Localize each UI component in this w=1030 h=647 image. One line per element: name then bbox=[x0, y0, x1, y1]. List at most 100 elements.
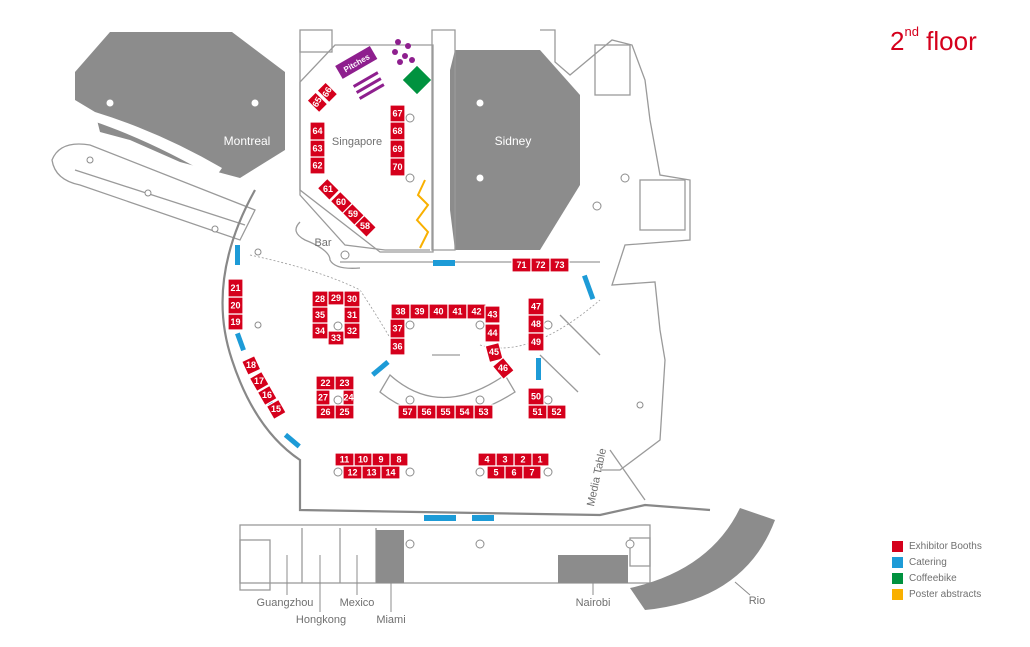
miami-room[interactable] bbox=[376, 530, 404, 583]
booth-62[interactable]: 62 bbox=[309, 156, 326, 175]
booth-40[interactable]: 40 bbox=[428, 303, 449, 320]
booth-72[interactable]: 72 bbox=[530, 257, 551, 273]
nairobi-room[interactable] bbox=[558, 555, 628, 583]
booth-51[interactable]: 51 bbox=[527, 404, 548, 420]
booth-6[interactable]: 6 bbox=[504, 465, 524, 480]
booth-38[interactable]: 38 bbox=[390, 303, 411, 320]
svg-text:72: 72 bbox=[535, 260, 545, 270]
booth-52[interactable]: 52 bbox=[546, 404, 567, 420]
booth-67[interactable]: 67 bbox=[389, 104, 406, 123]
booth-29[interactable]: 29 bbox=[327, 290, 345, 306]
booth-1[interactable]: 1 bbox=[530, 452, 550, 467]
pitches-area[interactable]: Pitches bbox=[335, 39, 415, 100]
booth-10[interactable]: 10 bbox=[353, 452, 373, 467]
booth-15[interactable]: 15 bbox=[265, 398, 287, 421]
booth-32[interactable]: 32 bbox=[343, 322, 361, 340]
booth-50[interactable]: 50 bbox=[527, 387, 545, 406]
sidney-hall[interactable] bbox=[450, 50, 580, 250]
booth-41[interactable]: 41 bbox=[447, 303, 468, 320]
booth-53[interactable]: 53 bbox=[473, 404, 494, 420]
booth-64[interactable]: 64 bbox=[309, 121, 326, 141]
booth-7[interactable]: 7 bbox=[522, 465, 542, 480]
booth-65[interactable]: 65 bbox=[306, 91, 329, 114]
booth-35[interactable]: 35 bbox=[311, 306, 329, 324]
booth-42[interactable]: 42 bbox=[466, 303, 487, 320]
montreal-hall[interactable] bbox=[75, 32, 285, 178]
booth-43[interactable]: 43 bbox=[484, 305, 501, 324]
booth-68[interactable]: 68 bbox=[389, 121, 406, 141]
booth-8[interactable]: 8 bbox=[389, 452, 409, 467]
booth-39[interactable]: 39 bbox=[409, 303, 430, 320]
booth-25[interactable]: 25 bbox=[334, 404, 355, 420]
booth-20[interactable]: 20 bbox=[227, 296, 244, 315]
booth-17[interactable]: 17 bbox=[248, 370, 270, 393]
booth-31[interactable]: 31 bbox=[343, 306, 361, 324]
booth-27[interactable]: 27 bbox=[315, 389, 331, 406]
booth-9[interactable]: 9 bbox=[371, 452, 391, 467]
booth-23[interactable]: 23 bbox=[334, 375, 355, 391]
booth-24[interactable]: 24 bbox=[342, 389, 355, 406]
mexico-label: Mexico bbox=[340, 597, 375, 609]
svg-text:45: 45 bbox=[489, 347, 499, 357]
booth-5[interactable]: 5 bbox=[486, 465, 506, 480]
svg-text:71: 71 bbox=[516, 260, 526, 270]
booth-3[interactable]: 3 bbox=[495, 452, 515, 467]
booth-12[interactable]: 12 bbox=[342, 465, 363, 480]
booth-4[interactable]: 4 bbox=[477, 452, 497, 467]
booth-21[interactable]: 21 bbox=[227, 278, 244, 298]
right-wing-walls bbox=[540, 29, 691, 471]
booth-46[interactable]: 46 bbox=[491, 356, 515, 381]
booth-26[interactable]: 26 bbox=[315, 404, 336, 420]
floor-number: 2 bbox=[890, 26, 905, 56]
booth-66[interactable]: 66 bbox=[316, 81, 339, 104]
svg-text:63: 63 bbox=[312, 144, 322, 154]
svg-text:60: 60 bbox=[336, 197, 346, 207]
booth-18[interactable]: 18 bbox=[240, 354, 262, 377]
booth-11[interactable]: 11 bbox=[334, 452, 355, 467]
booth-13[interactable]: 13 bbox=[361, 465, 382, 480]
booth-73[interactable]: 73 bbox=[549, 257, 570, 273]
booth-61[interactable]: 61 bbox=[316, 177, 341, 202]
booth-36[interactable]: 36 bbox=[389, 337, 406, 356]
booth-45[interactable]: 45 bbox=[484, 341, 504, 364]
poster-abstracts[interactable] bbox=[415, 179, 430, 249]
booth-19[interactable]: 19 bbox=[227, 313, 244, 331]
svg-text:19: 19 bbox=[230, 317, 240, 327]
svg-text:52: 52 bbox=[551, 407, 561, 417]
svg-text:20: 20 bbox=[230, 301, 240, 311]
svg-text:30: 30 bbox=[347, 294, 357, 304]
booth-33[interactable]: 33 bbox=[327, 330, 345, 346]
booth-28[interactable]: 28 bbox=[311, 290, 329, 308]
booth-54[interactable]: 54 bbox=[454, 404, 475, 420]
booth-44[interactable]: 44 bbox=[484, 323, 501, 343]
svg-text:22: 22 bbox=[320, 378, 330, 388]
montreal-label: Montreal bbox=[224, 134, 271, 148]
svg-text:66: 66 bbox=[320, 85, 334, 99]
booth-56[interactable]: 56 bbox=[416, 404, 437, 420]
booth-71[interactable]: 71 bbox=[511, 257, 532, 273]
booth-48[interactable]: 48 bbox=[527, 314, 545, 334]
booth-30[interactable]: 30 bbox=[343, 290, 361, 308]
bar-counter[interactable] bbox=[295, 221, 361, 269]
rio-hall[interactable] bbox=[630, 508, 775, 610]
booth-14[interactable]: 14 bbox=[380, 465, 401, 480]
booth-34[interactable]: 34 bbox=[311, 322, 329, 340]
booth-49[interactable]: 49 bbox=[527, 332, 545, 352]
booth-37[interactable]: 37 bbox=[389, 318, 406, 339]
booth-63[interactable]: 63 bbox=[309, 139, 326, 158]
booth-55[interactable]: 55 bbox=[435, 404, 456, 420]
svg-text:28: 28 bbox=[315, 294, 325, 304]
booth-57[interactable]: 57 bbox=[397, 404, 418, 420]
coffeebike[interactable] bbox=[402, 65, 432, 95]
miami-label: Miami bbox=[376, 614, 405, 626]
stair-bottom-left bbox=[239, 539, 271, 591]
booth-22[interactable]: 22 bbox=[315, 375, 336, 391]
booth-70[interactable]: 70 bbox=[389, 157, 406, 177]
booth-2[interactable]: 2 bbox=[513, 452, 533, 467]
booth-69[interactable]: 69 bbox=[389, 139, 406, 159]
booth-60[interactable]: 60 bbox=[329, 190, 354, 215]
booth-47[interactable]: 47 bbox=[527, 297, 545, 316]
booth-16[interactable]: 16 bbox=[256, 384, 278, 407]
svg-text:5: 5 bbox=[493, 468, 498, 478]
